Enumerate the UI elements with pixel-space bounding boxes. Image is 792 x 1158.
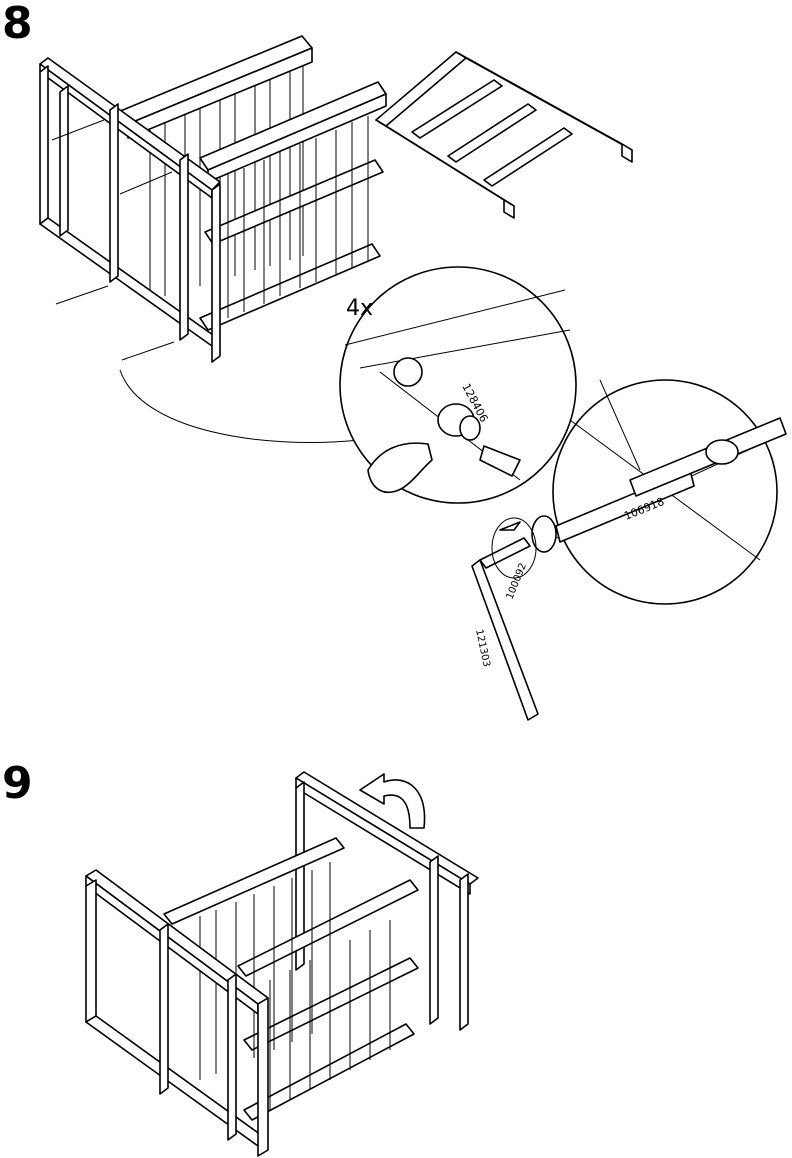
step-8-base-frame-drawing	[376, 52, 632, 218]
quantity-label: 4x	[346, 296, 373, 321]
step-9-frame-drawing	[86, 772, 478, 1156]
part-number-key-tip: 100092	[505, 562, 530, 602]
part-number-allen-key: 121303	[473, 628, 492, 668]
step-8-frame-drawing	[40, 36, 386, 362]
detail-circle-cam-lock	[340, 267, 576, 503]
callout-swoosh	[120, 370, 360, 442]
allen-key-drawing	[472, 518, 538, 720]
